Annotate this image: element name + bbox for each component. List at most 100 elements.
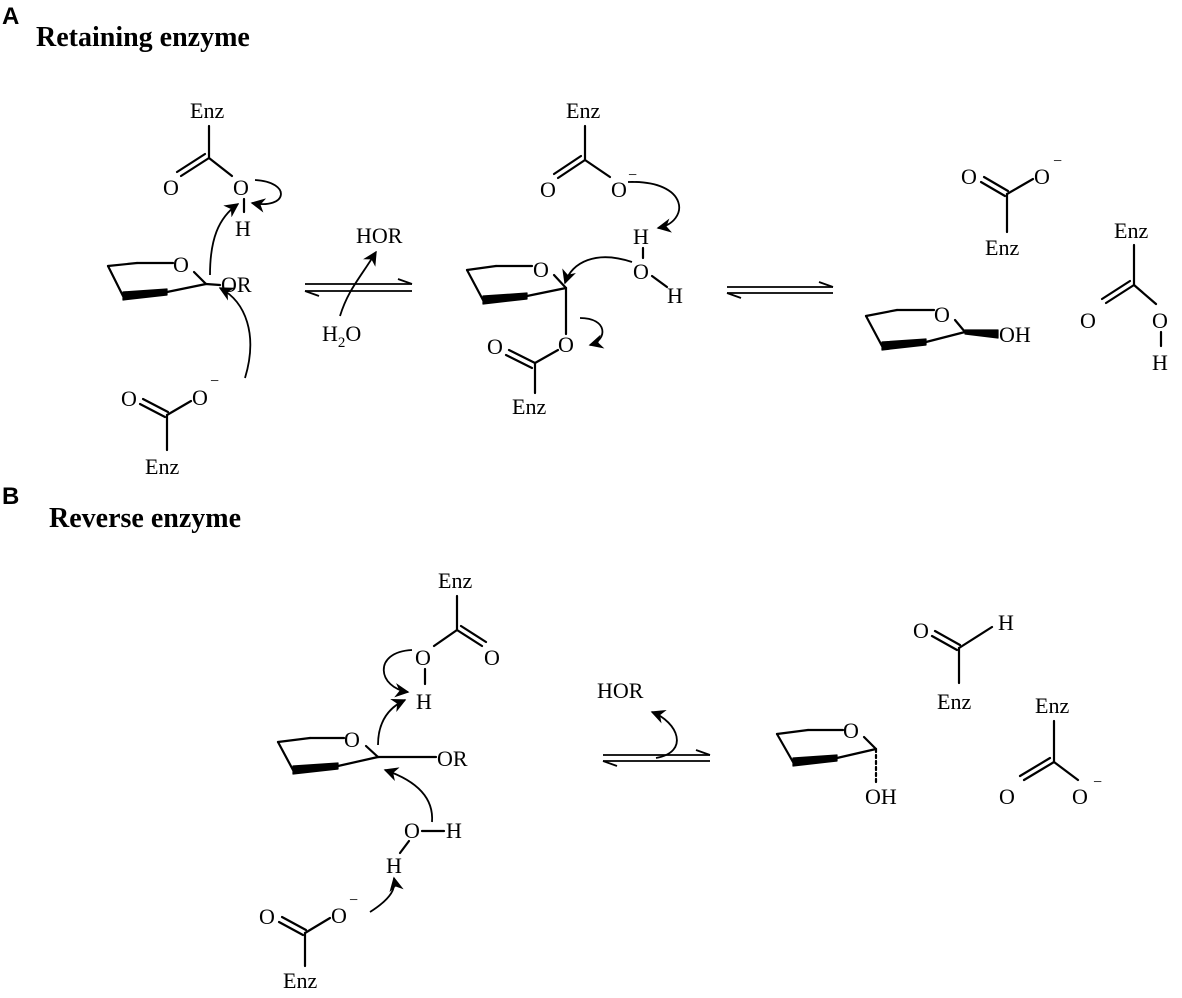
carboxylate-oxygen: O	[192, 385, 208, 410]
arrow-head	[695, 749, 711, 756]
panel-a-substrate: Enz O O H O OR O O −	[106, 98, 282, 479]
hor-label: HOR	[597, 678, 644, 703]
negative-charge: −	[210, 373, 219, 390]
ring-bond	[862, 735, 878, 751]
panel-a-step1: HOR H2O	[304, 223, 413, 351]
bond	[175, 152, 207, 174]
electron-arrow	[627, 181, 681, 233]
arrow-head	[304, 290, 320, 297]
ring-oxygen: O	[173, 252, 189, 277]
arrow-head	[397, 278, 413, 285]
ring-bond	[276, 736, 312, 744]
ring-oxygen: O	[344, 727, 360, 752]
ring-oxygen: O	[843, 718, 859, 743]
acidic-hydrogen: H	[235, 216, 251, 241]
ring-bond	[336, 755, 380, 768]
arrow-head	[726, 292, 742, 299]
negative-charge: −	[349, 892, 358, 909]
bond	[1100, 279, 1132, 301]
ring-bond	[953, 318, 967, 334]
carbonyl-oxygen: O	[1080, 308, 1096, 333]
bond	[507, 348, 537, 365]
electron-arrow	[383, 767, 433, 823]
bond	[280, 915, 308, 932]
hydroxyl-group: OH	[999, 322, 1031, 347]
ring-bond	[192, 270, 208, 286]
electron-arrow	[383, 649, 413, 698]
ring-wedge-bond	[792, 754, 838, 767]
enz-label: Enz	[566, 98, 600, 123]
bond	[1018, 756, 1052, 778]
ring-bond	[835, 747, 878, 760]
enz-label: Enz	[512, 394, 546, 419]
ring-bond	[106, 264, 125, 298]
carbonyl-oxygen: O	[163, 175, 179, 200]
water-hydrogen: H	[446, 818, 462, 843]
bond	[207, 156, 234, 178]
enz-label: Enz	[283, 968, 317, 993]
ring-bond	[864, 314, 884, 348]
bond	[204, 282, 222, 287]
negative-charge: −	[1093, 774, 1102, 791]
bond	[432, 628, 459, 648]
ring-bond	[364, 744, 380, 759]
enz-label: Enz	[145, 454, 179, 479]
bond	[504, 353, 534, 370]
hydroxyl-oxygen: O	[415, 645, 431, 670]
ring-wedge-bond	[122, 288, 168, 301]
ring-bond	[165, 282, 208, 294]
panel-b: B Reverse enzyme Enz O O H O OR O H	[2, 483, 1102, 993]
ring-oxygen: O	[533, 257, 549, 282]
carbonyl-oxygen: O	[259, 904, 275, 929]
negative-charge: −	[628, 167, 637, 184]
ring-oxygen: O	[934, 302, 950, 327]
panel-a-letter: A	[2, 3, 19, 30]
panel-a-products: O O − Enz O OH Enz O O H	[864, 153, 1168, 375]
hydroxyl-oxygen: O	[1152, 308, 1168, 333]
arrow-head	[602, 760, 618, 767]
or-group: OR	[437, 746, 468, 771]
carbonyl-oxygen: O	[540, 177, 556, 202]
ring-bond	[552, 273, 568, 290]
enz-label: Enz	[985, 235, 1019, 260]
panel-a: A Retaining enzyme Enz O O H O OR O	[2, 3, 1168, 479]
bond	[303, 916, 332, 935]
panel-a-title: Retaining enzyme	[36, 22, 250, 53]
ring-bond	[106, 261, 139, 268]
ring-bond	[864, 308, 899, 318]
bond	[933, 629, 962, 647]
bond	[979, 180, 1007, 198]
release-arrow	[650, 709, 678, 759]
carboxylate-oxygen: O	[611, 177, 627, 202]
enz-label: Enz	[190, 98, 224, 123]
bond	[455, 628, 484, 648]
hydroxyl-group: OH	[865, 784, 897, 809]
ester-oxygen: O	[558, 332, 574, 357]
ring-wedge-bond	[482, 292, 528, 305]
carboxylate-oxygen: O	[1072, 784, 1088, 809]
panel-b-substrate: Enz O O H O OR O H H O	[259, 568, 500, 993]
ring-wedge-bond	[292, 762, 339, 775]
enz-label: Enz	[937, 689, 971, 714]
carbonyl-oxygen: O	[487, 334, 503, 359]
panel-b-products: O OH O H Enz Enz O O −	[775, 610, 1102, 809]
bond	[141, 397, 170, 414]
bond	[398, 839, 411, 855]
acid-hydrogen: H	[1152, 350, 1168, 375]
bond	[556, 158, 587, 180]
electron-arrow	[209, 203, 240, 276]
carbonyl-oxygen: O	[999, 784, 1015, 809]
electron-arrow	[218, 287, 252, 379]
carboxylate-oxygen: O	[1034, 164, 1050, 189]
aldehyde-oxygen: O	[913, 618, 929, 643]
water-hydrogen: H	[667, 283, 683, 308]
electron-arrow	[562, 256, 633, 285]
release-arrow	[339, 250, 377, 317]
arrow-head	[818, 281, 834, 288]
bond	[1132, 283, 1158, 306]
negative-charge: −	[1053, 153, 1062, 170]
ring-bond	[465, 264, 498, 272]
bond	[982, 175, 1010, 193]
